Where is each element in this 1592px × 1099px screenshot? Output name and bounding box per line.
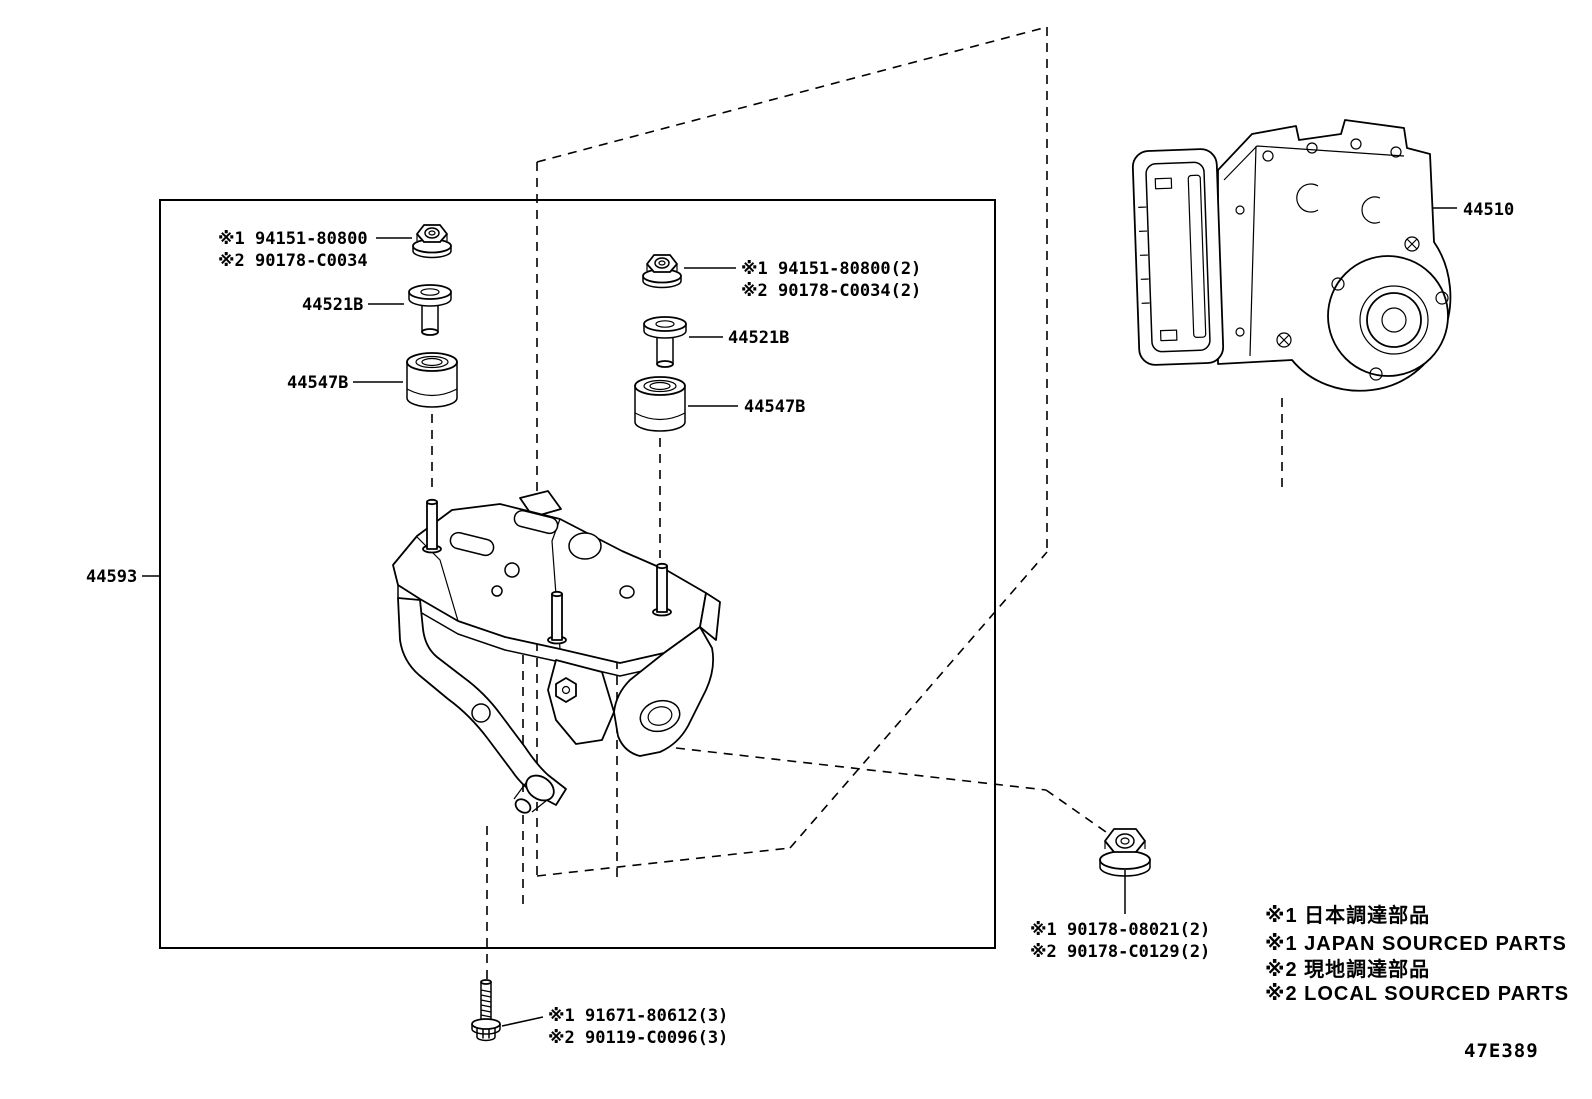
bracket-stud — [422, 498, 442, 554]
mount-bolt-drawing — [471, 979, 501, 1042]
abs-actuator-drawing — [1131, 119, 1452, 392]
assembly-plane-dashes — [536, 26, 1048, 877]
figure-code: 47E389 — [1464, 1040, 1539, 1062]
sleeve-right-drawing — [643, 316, 687, 368]
callout-mount-nut-line2: ※2 90178-C0129(2) — [1030, 942, 1210, 962]
cushion-right-drawing — [634, 376, 686, 432]
callout-top-left-nut-line2: ※2 90178-C0034 — [218, 251, 368, 271]
callout-right-cushion: 44547B — [744, 397, 805, 417]
sourcing-legend: ※1 日本調達部品 ※1 JAPAN SOURCED PARTS ※2 現地調達… — [1265, 903, 1569, 1005]
callout-top-left-nut-line1: ※1 94151-80800 — [218, 229, 368, 249]
callout-left-sleeve: 44521B — [302, 295, 363, 315]
callout-mount-nut-line1: ※1 90178-08021(2) — [1030, 920, 1210, 940]
legend-line-3: ※2 現地調達部品 — [1265, 957, 1430, 981]
callout-bolt-line2: ※2 90119-C0096(3) — [548, 1028, 728, 1048]
callout-right-nut-line2: ※2 90178-C0034(2) — [741, 281, 921, 301]
legend-line-2: ※1 JAPAN SOURCED PARTS — [1265, 933, 1567, 955]
ecu-module-drawing — [1131, 148, 1225, 366]
bracket-stud — [652, 562, 672, 617]
screw-icon — [1276, 332, 1292, 348]
callout-bolt-line1: ※1 91671-80612(3) — [548, 1006, 728, 1026]
callout-actuator-assembly: 44510 — [1463, 200, 1514, 220]
legend-line-4: ※2 LOCAL SOURCED PARTS — [1265, 983, 1569, 1005]
flange-nut-top-right-drawing — [642, 254, 682, 289]
cushion-left-drawing — [406, 352, 458, 408]
mount-nut-drawing — [1099, 828, 1151, 877]
parts-box-outline — [159, 199, 996, 949]
leader-lines — [142, 207, 1457, 1027]
flange-nut-top-left-drawing — [412, 224, 452, 259]
legend-line-1: ※1 日本調達部品 — [1265, 903, 1430, 927]
callout-bracket: 44593 — [86, 567, 137, 587]
pump-motor-drawing — [1327, 255, 1449, 381]
screw-icon — [1404, 236, 1420, 252]
callout-left-cushion: 44547B — [287, 373, 348, 393]
sleeve-left-drawing — [408, 284, 452, 336]
bracket-drawing — [392, 490, 721, 814]
callout-right-nut-line1: ※1 94151-80800(2) — [741, 259, 921, 279]
callout-right-sleeve: 44521B — [728, 328, 789, 348]
bracket-stud — [547, 590, 567, 645]
